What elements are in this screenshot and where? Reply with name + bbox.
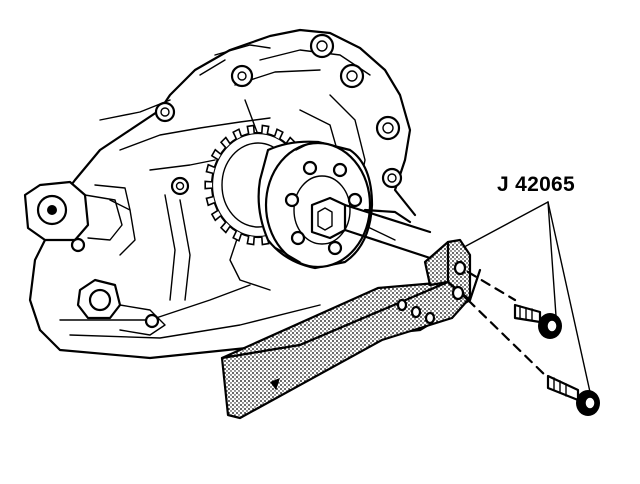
sprocket-tooth — [273, 128, 284, 140]
sprocket-tooth — [210, 148, 222, 161]
sprocket-tooth — [261, 124, 270, 135]
cover-bolt-bosses — [154, 33, 403, 196]
sprocket-tooth — [204, 180, 213, 190]
sprocket-tooth — [232, 230, 243, 242]
tool-callout-label: J 42065 — [497, 173, 576, 196]
callout-leader-lines — [465, 201, 591, 393]
sprocket-tooth — [205, 195, 216, 207]
sprocket-tooth — [210, 209, 222, 222]
tool-bolt-upper — [466, 270, 562, 339]
idler-bracket — [76, 278, 166, 336]
sprocket-tooth — [246, 235, 255, 246]
tensioner-pulley — [23, 180, 131, 253]
tool-bolt-lower — [466, 298, 600, 416]
sprocket-tooth — [205, 163, 216, 175]
crankshaft-nose — [310, 196, 432, 260]
sprocket-tooth — [219, 136, 231, 149]
sprocket-tooth — [219, 221, 231, 234]
holding-tool-bar — [220, 238, 472, 420]
sprocket-tooth — [246, 124, 255, 135]
sprocket-tooth — [232, 128, 243, 140]
